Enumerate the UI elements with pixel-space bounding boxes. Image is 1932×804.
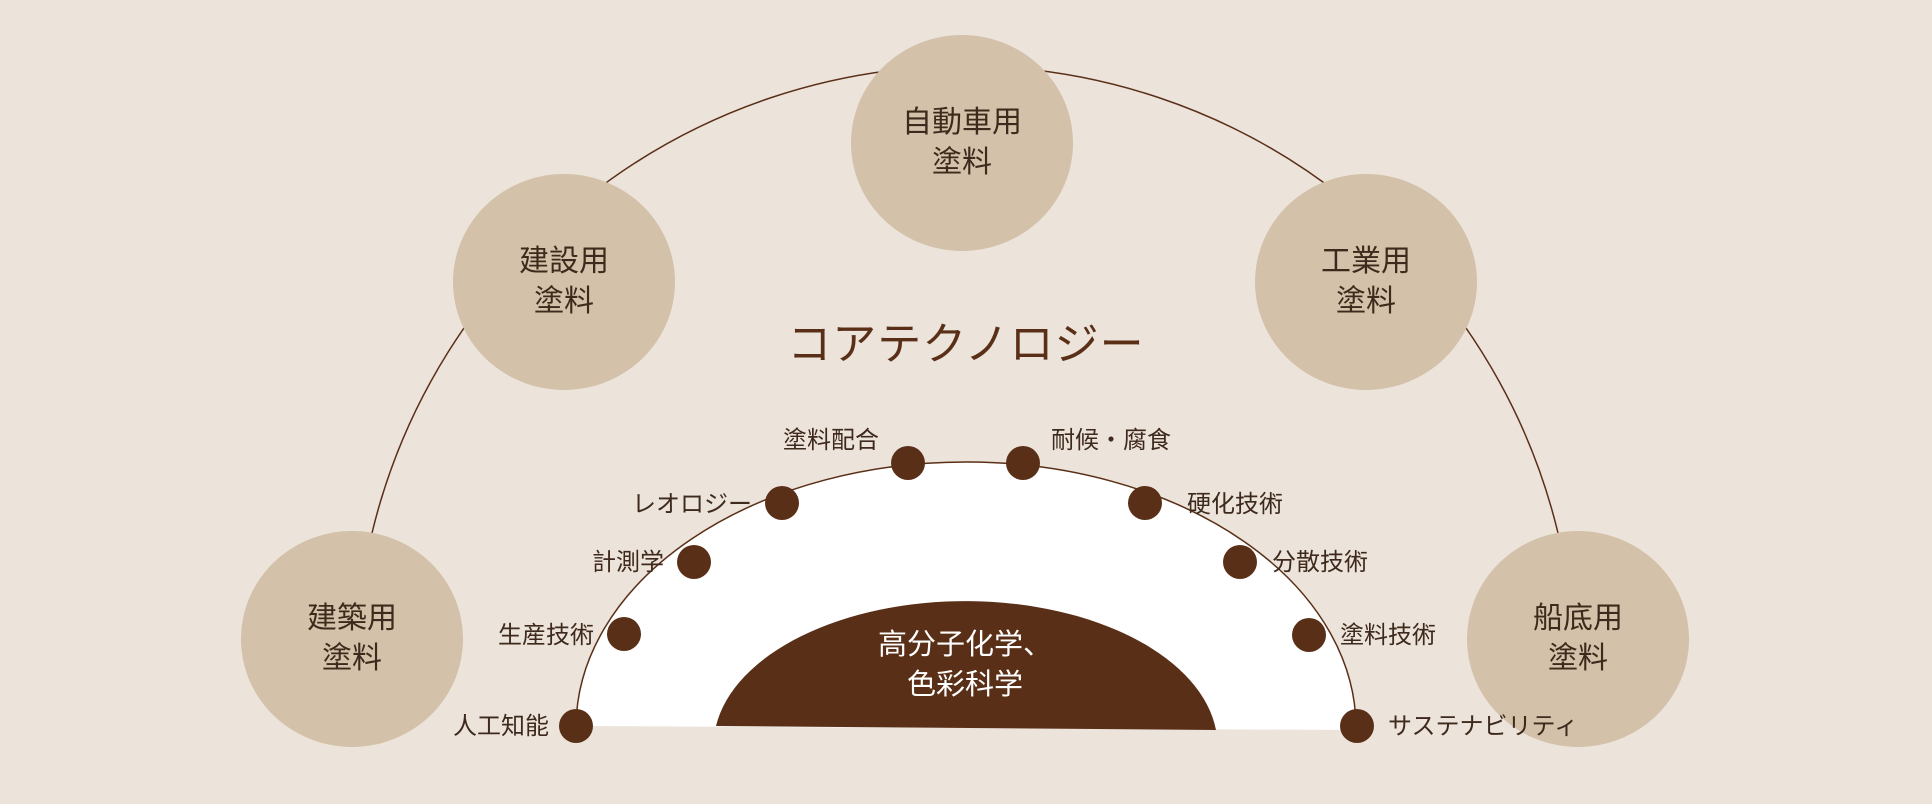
- tech-dot-weathering: [1006, 446, 1040, 480]
- tech-label-rheology: レオロジー: [632, 490, 752, 518]
- inner-arc: [575, 461, 1357, 731]
- bubble-industrial-line2: 塗料: [1336, 284, 1396, 319]
- bubble-construction-line2: 塗料: [534, 284, 594, 319]
- bubble-automotive-line1: 自動車用: [902, 105, 1022, 140]
- bubble-construction: 建設用 塗料: [453, 174, 675, 390]
- tech-label-weathering: 耐候・腐食: [1051, 426, 1171, 454]
- tech-label-ai: 人工知能: [453, 712, 549, 740]
- tech-dot-rheology: [765, 486, 799, 520]
- tech-label-coating: 塗料技術: [1340, 621, 1436, 649]
- diagram-title: コアテクノロジー: [787, 319, 1145, 370]
- tech-label-sustainability: サステナビリティ: [1388, 712, 1579, 740]
- tech-label-metrology: 計測学: [592, 548, 664, 576]
- tech-label-formulation: 塗料配合: [783, 426, 879, 454]
- bubble-architectural-line2: 塗料: [322, 641, 382, 676]
- tech-dot-dispersion: [1223, 545, 1257, 579]
- bubble-architectural: 建築用 塗料: [241, 531, 463, 747]
- core-label-line1: 高分子化学、: [877, 627, 1052, 661]
- bubble-marine-line1: 船底用: [1533, 601, 1623, 636]
- bubble-construction-line1: 建設用: [519, 244, 609, 279]
- tech-label-dispersion: 分散技術: [1272, 548, 1368, 576]
- tech-dot-coating: [1292, 618, 1326, 652]
- bubble-marine-line2: 塗料: [1548, 641, 1608, 676]
- bubble-industrial: 工業用 塗料: [1255, 174, 1477, 390]
- bubble-automotive: 自動車用 塗料: [851, 35, 1073, 251]
- tech-dot-formulation: [891, 446, 925, 480]
- bubble-industrial-line1: 工業用: [1321, 244, 1411, 279]
- core-label: 高分子化学、 色彩科学: [820, 624, 1110, 704]
- tech-label-production: 生産技術: [498, 621, 594, 649]
- tech-dot-sustainability: [1340, 709, 1374, 743]
- core-label-line2: 色彩科学: [906, 667, 1023, 701]
- tech-dot-production: [607, 617, 641, 651]
- bubble-marine: 船底用 塗料: [1467, 531, 1689, 747]
- tech-dot-ai: [559, 709, 593, 743]
- tech-dot-curing: [1128, 486, 1162, 520]
- tech-dot-metrology: [677, 545, 711, 579]
- tech-label-curing: 硬化技術: [1187, 490, 1283, 518]
- bubble-automotive-line2: 塗料: [932, 145, 992, 180]
- core-dome: [716, 601, 1216, 730]
- bubble-architectural-line1: 建築用: [307, 601, 397, 636]
